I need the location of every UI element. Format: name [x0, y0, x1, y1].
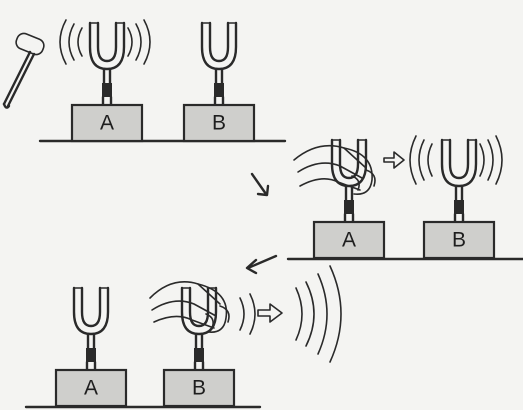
panel-2: A B — [286, 135, 523, 261]
sound-wave-icon — [409, 135, 503, 185]
mallet-icon — [2, 32, 45, 109]
fork-label-a: A — [84, 377, 98, 400]
panel-3: A B — [24, 265, 342, 409]
tuning-fork-a: A — [312, 138, 386, 260]
sound-wave-icon — [239, 265, 342, 363]
tuning-fork-b: B — [162, 286, 236, 408]
panel-1: A B — [2, 19, 287, 143]
tuning-fork-a: A — [70, 21, 144, 143]
hand-icon — [293, 144, 376, 196]
arrow-icon — [250, 172, 270, 197]
tuning-fork-a: A — [54, 286, 128, 408]
arrow-icon — [257, 303, 283, 323]
fork-label-a: A — [100, 112, 114, 135]
fork-label-b: B — [212, 112, 226, 135]
tuning-fork-b: B — [422, 138, 496, 260]
fork-label-a: A — [342, 229, 356, 252]
tuning-fork-b: B — [182, 21, 256, 143]
arrow-icon — [245, 254, 278, 275]
fork-label-b: B — [192, 377, 206, 400]
hand-icon — [149, 281, 230, 334]
arrow-icon — [383, 151, 405, 169]
fork-label-b: B — [452, 229, 466, 252]
sound-wave-icon — [59, 19, 151, 65]
